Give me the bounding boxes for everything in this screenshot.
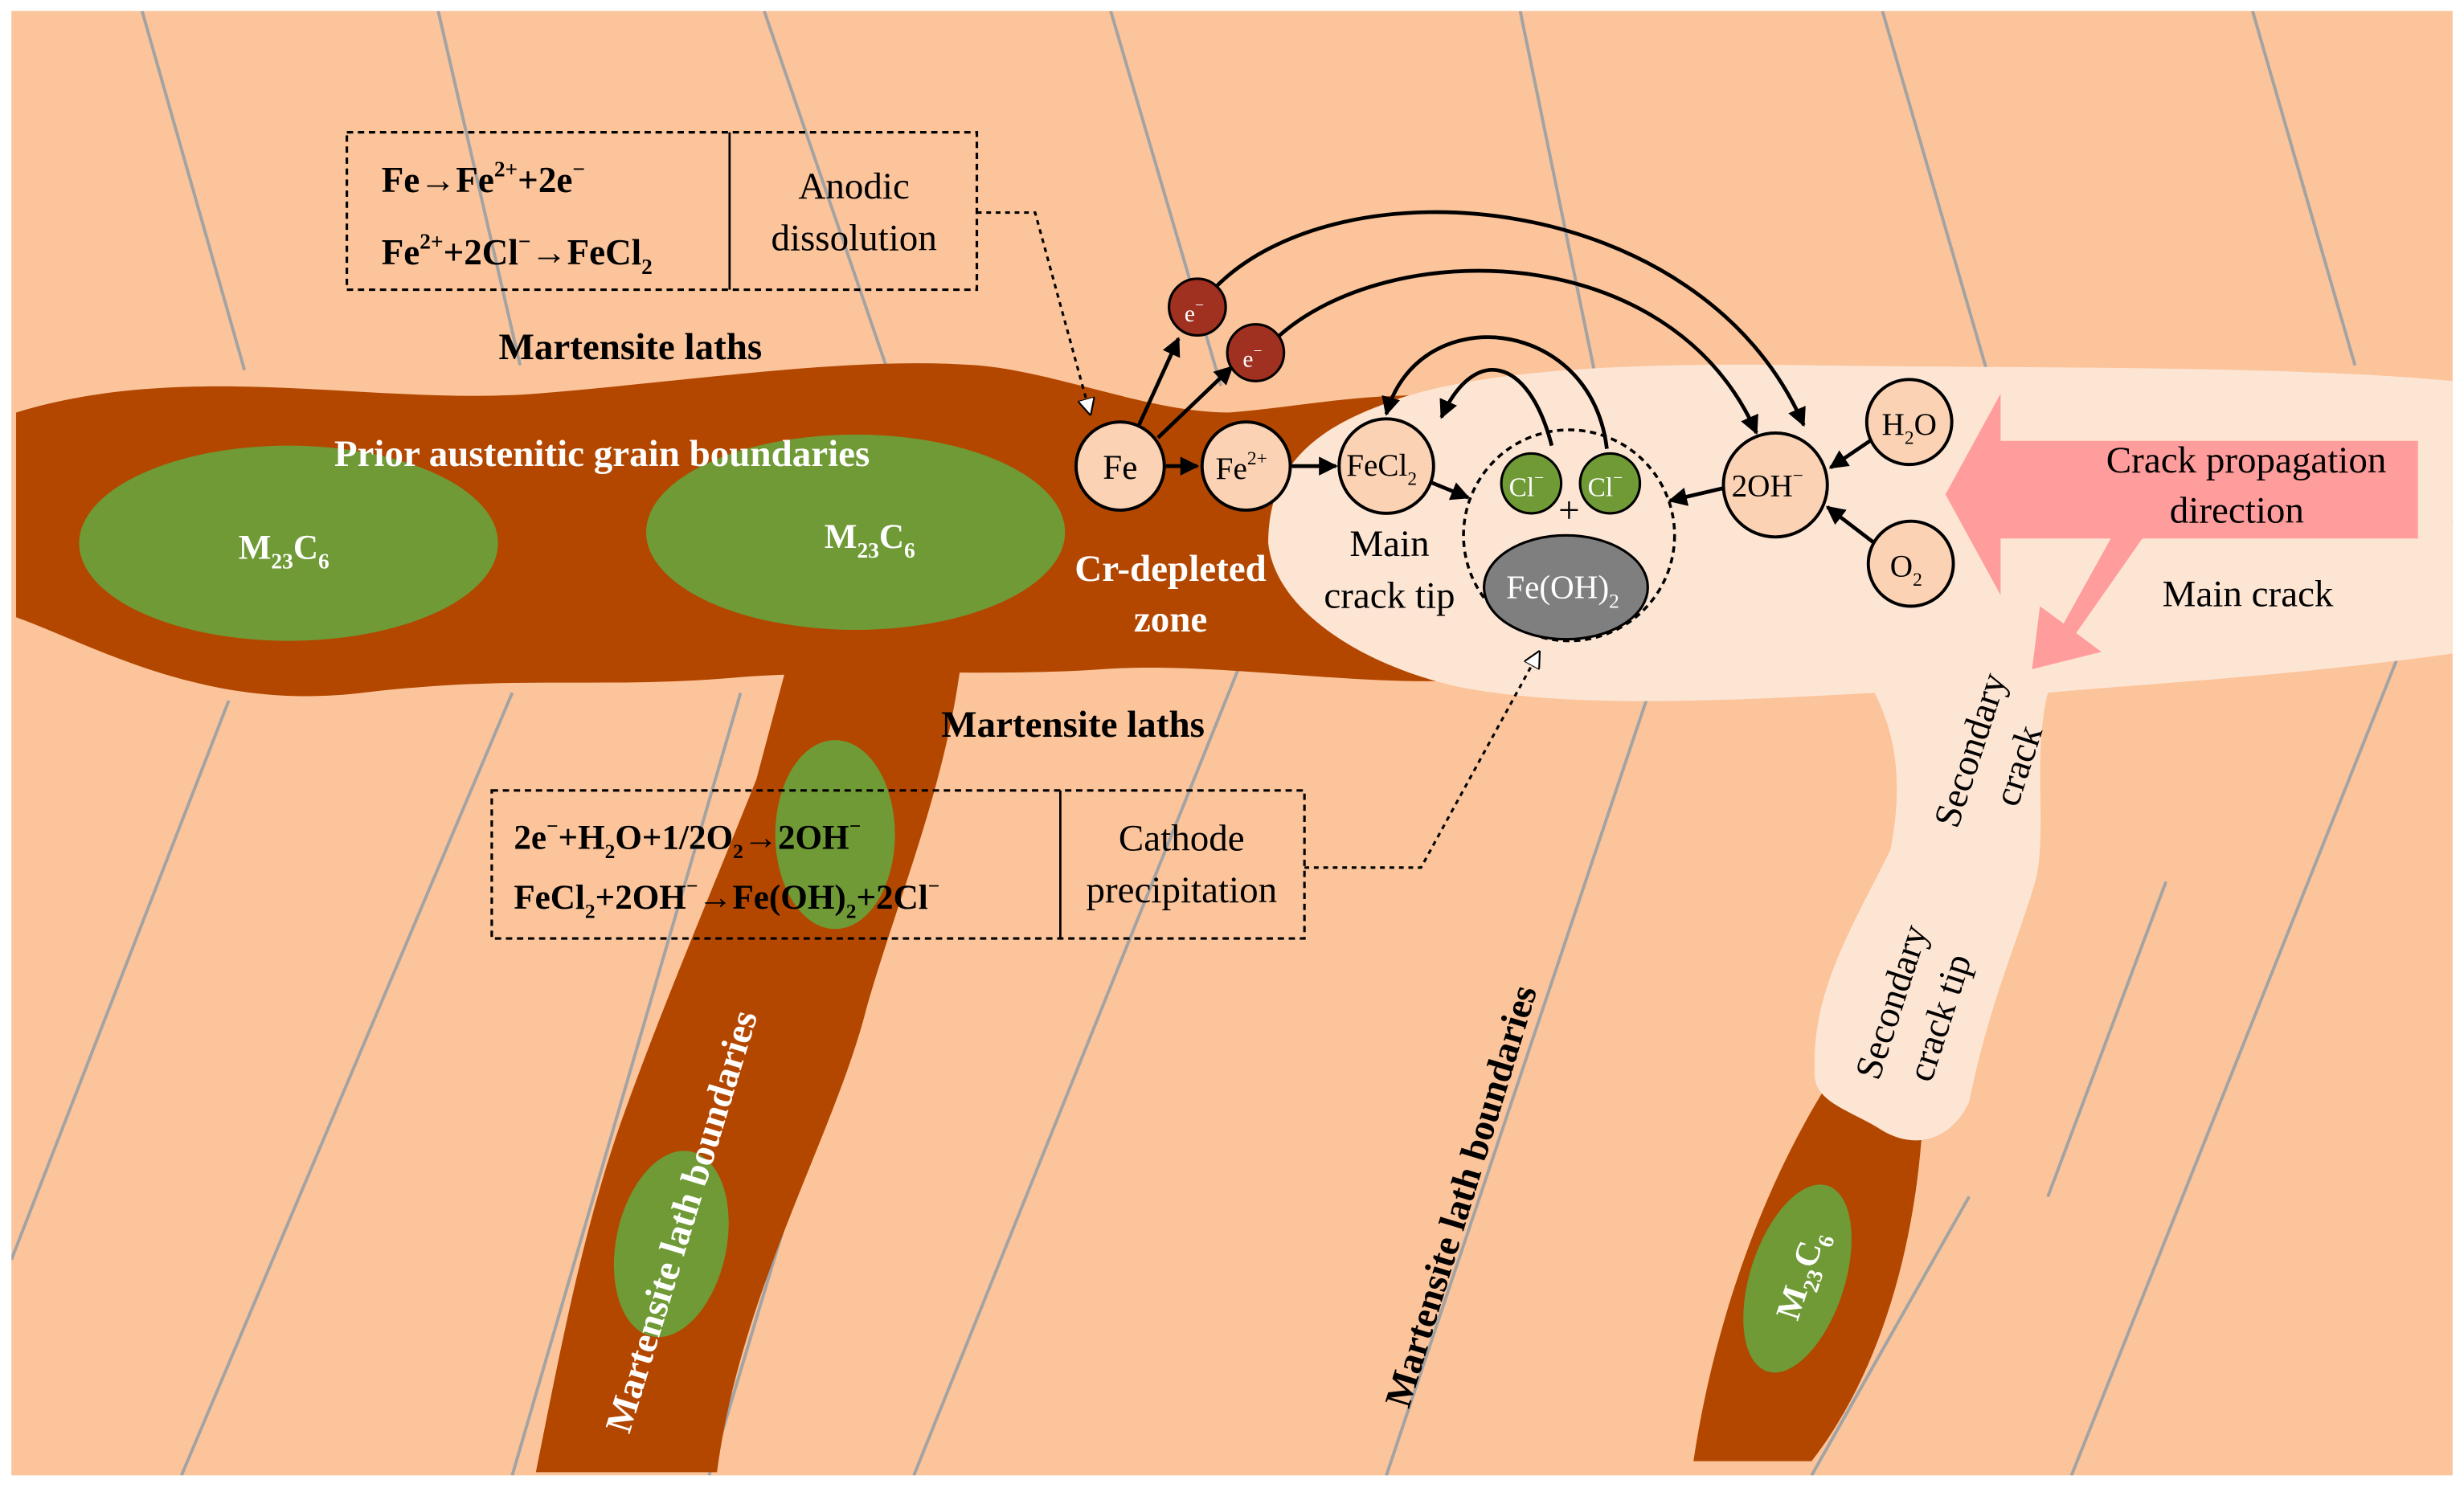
fe2-node [1200,420,1292,512]
cathode-box-frame [490,789,1306,940]
water-label: H2O [1882,407,1937,449]
oxygen-label: O2 [1890,549,1922,591]
main-crack-tip-label-2: crack tip [1324,574,1455,616]
martensite-laths-label-top: Martensite laths [498,326,762,368]
h2o-to-oh-arrow [1828,435,1876,470]
main-crack-tip-label-1: Main [1349,523,1429,565]
lath-line [1518,10,1601,394]
lath-line [140,10,247,371]
reaction-arrow-icon: → [743,819,778,856]
feoh2-label: Fe(OH)2 [1506,569,1619,613]
carbide-m23c6 [645,434,1066,630]
plus-sign: + [1558,490,1580,532]
cr-depleted-label-1: Cr-depleted [1074,548,1267,590]
fe-to-electron-arrow [1136,337,1181,430]
lath-line [1385,677,1656,1476]
electron-particle [1168,277,1227,337]
reaction-arrow-icon: → [531,232,567,272]
anodic-label-2: dissolution [771,218,936,260]
crack-propagation-label-1: Crack propagation [2106,439,2387,481]
lath-line [1810,1196,1971,1476]
electron-label: e− [1242,343,1262,373]
cr-depleted-label-2: zone [1134,599,1207,640]
carbide-label: M23C6 [239,529,329,574]
lath-line [510,692,743,1476]
oh-to-precipitate-arrow [1668,486,1724,506]
lath-line [1881,10,1990,375]
anodic-label-1: Anodic [798,166,909,207]
lath-line [763,10,892,378]
carbide-m23c6 [1743,1184,1852,1373]
carbide-m23c6 [613,1151,729,1338]
water-node [1864,378,1954,467]
hydroxide-node [1721,431,1829,539]
electron-label: e− [1185,297,1204,327]
martensite-laths-label-mid: Martensite laths [941,704,1205,746]
fecl2-label: FeCl2 [1346,448,1417,490]
reaction-arrow-icon: → [420,160,456,200]
reaction-arrows [1136,337,1877,545]
cathode-equation-1: 2e−+H2O+1/2O2→2OH− [514,815,861,863]
oxygen-node [1866,519,1955,608]
lath-line [11,700,231,1261]
crack-propagation-label-2: direction [2170,490,2304,532]
reaction-arrow-icon: → [698,879,732,917]
chloride-return-arrow [1381,335,1609,449]
fe-to-electron-arrow [1156,365,1234,439]
cathode-label-2: precipitation [1086,869,1277,911]
chloride-return-arrow [1439,368,1554,447]
fecl2-node [1337,417,1435,515]
carbides [79,434,1852,1373]
crack-propagation-arrow [1945,393,2418,669]
feoh2-precipitate [1482,533,1649,641]
cathode-label-1: Cathode [1119,817,1245,859]
fe-node [1074,420,1166,512]
lath-line [2251,10,2357,366]
precipitation-zone-circle [1462,428,1676,643]
carbide-m23c6 [79,445,498,641]
cathode-precipitation-box: 2e−+H2O+1/2O2→2OH− FeCl2+2OH−→Fe(OH)2+2C… [490,789,1306,940]
transport-arrows [1211,210,1806,449]
fecl2-to-precipitate-arrow [1425,478,1471,501]
anodic-equation-1: Fe→Fe2++2e− [382,157,585,200]
background-plate [11,10,2453,1476]
prior-austenitic-label: Prior austenitic grain boundaries [334,433,870,475]
electron-path-arrow [1211,210,1806,427]
anodic-box-frame [346,131,979,292]
carbide-label: M23C6 [825,518,915,562]
chloride-ion [1578,452,1642,515]
fe2-label: Fe2+ [1216,448,1267,486]
hydroxide-label: 2OH− [1732,466,1803,504]
main-crack-label: Main crack [2163,574,2334,615]
anodic-equation-2: Fe2++2Cl−→FeCl2 [382,230,653,279]
anodic-dissolution-box: Fe→Fe2++2e− Fe2++2Cl−→FeCl2 Anodic disso… [346,131,979,292]
electron-path-arrow [1275,268,1758,435]
electron-particle [1226,323,1286,382]
cathode-connector [1304,652,1539,869]
lath-line [2046,881,2167,1198]
species-nodes: Fe Fe2+ FeCl2 e− e− Cl− Cl− + Fe(OH)2 2O… [1074,277,1955,641]
lath-line [436,10,522,366]
fe-label: Fe [1103,449,1137,487]
carbide-m23c6 [775,740,895,930]
chloride-label: Cl− [1509,468,1545,503]
chloride-ion [1500,452,1563,515]
chloride-label: Cl− [1588,468,1623,503]
lath-line [180,692,514,1476]
o2-to-oh-arrow [1825,505,1877,545]
lath-line [2069,519,2453,1476]
anodic-connector [976,211,1091,415]
cathode-equation-2: FeCl2+2OH−→Fe(OH)2+2Cl− [514,874,939,922]
